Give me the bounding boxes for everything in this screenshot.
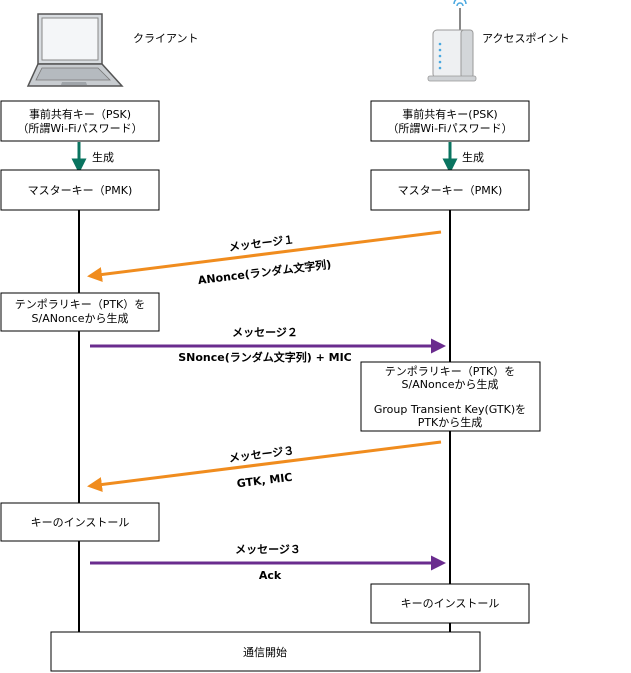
- message-2-detail: SNonce(ランダム文字列) + MIC: [178, 350, 352, 364]
- laptop-icon: [26, 13, 124, 87]
- client-psk-line1: 事前共有キー（PSK): [29, 107, 131, 121]
- client-ptk-line1: テンポラリキー（PTK）を: [15, 298, 146, 311]
- ap-generate-label: 生成: [462, 150, 484, 164]
- message-3-detail: GTK, MIC: [236, 471, 293, 491]
- ap-ptk-line2: S/ANonceから生成: [402, 377, 499, 391]
- communication-start-box: 通信開始: [50, 631, 481, 672]
- ap-label: アクセスポイント: [482, 32, 569, 45]
- client-psk-box: 事前共有キー（PSK) （所謂Wi-Fiパスワード）: [0, 100, 160, 142]
- ap-pmk-label: マスターキー（PMK): [398, 184, 503, 197]
- ap-ptk-line1: テンポラリキー（PTK）を: [385, 365, 516, 378]
- client-pmk-label: マスターキー（PMK): [28, 184, 133, 197]
- wifi-router-icon: [427, 0, 477, 82]
- message-3-arrow: [87, 440, 442, 492]
- ap-install-label: キーのインストール: [401, 597, 500, 610]
- client-install-label: キーのインストール: [31, 516, 130, 529]
- ap-psk-line2: （所謂Wi-Fiパスワード）: [387, 121, 512, 135]
- ap-pmk-box: マスターキー（PMK): [370, 169, 530, 211]
- ap-gtk-line2: PTKから生成: [418, 415, 483, 429]
- message-4-title: メッセージ３: [235, 543, 301, 556]
- client-pmk-box: マスターキー（PMK): [0, 169, 160, 211]
- ap-gtk-line1: Group Transient Key(GTK)を: [374, 403, 526, 416]
- communication-start-label: 通信開始: [243, 645, 287, 659]
- message-2-title: メッセージ２: [232, 326, 298, 339]
- message-1-arrow: [87, 230, 442, 282]
- ap-psk-box: 事前共有キー(PSK) （所謂Wi-Fiパスワード）: [370, 100, 530, 142]
- ap-ptk-gtk-box: テンポラリキー（PTK）を S/ANonceから生成 Group Transie…: [360, 361, 541, 432]
- client-install-box: キーのインストール: [0, 502, 160, 542]
- ap-install-box: キーのインストール: [370, 583, 530, 624]
- client-label: クライアント: [133, 32, 199, 45]
- message-4-detail: Ack: [259, 569, 282, 582]
- ap-psk-line1: 事前共有キー(PSK): [402, 107, 497, 121]
- client-ptk-box: テンポラリキー（PTK）を S/ANonceから生成: [0, 292, 160, 332]
- client-generate-label: 生成: [92, 150, 114, 164]
- client-psk-line2: （所謂Wi-Fiパスワード）: [17, 121, 142, 135]
- client-ptk-line2: S/ANonceから生成: [32, 311, 129, 325]
